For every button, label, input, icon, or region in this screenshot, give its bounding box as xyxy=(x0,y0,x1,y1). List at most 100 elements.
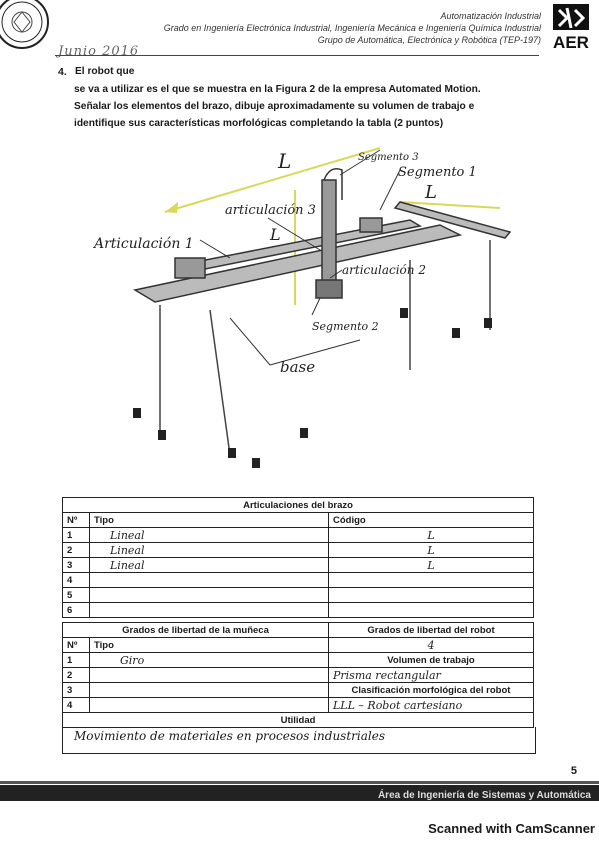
row-number: 2 xyxy=(62,667,90,683)
leg-foot xyxy=(158,430,166,440)
question-line-4: identifique sus características morfológ… xyxy=(74,118,444,129)
wrist-table-title: Grados de libertad de la muñeca xyxy=(62,622,329,638)
pointer-segmento3 xyxy=(339,149,381,176)
joints-table-title: Articulaciones del brazo xyxy=(62,497,534,513)
footer-rule xyxy=(0,781,599,784)
row-codigo xyxy=(328,587,534,603)
utilidad-box xyxy=(62,727,536,754)
leg-foot xyxy=(228,448,236,458)
row-tipo xyxy=(89,667,329,683)
header-course: Automatización Industrial xyxy=(440,11,541,21)
pointer-articulacion3 xyxy=(267,217,321,251)
clasificacion-value: LLL – Robot cartesiano xyxy=(328,697,534,713)
label-segmento2: Segmento 2 xyxy=(312,320,379,333)
question-line-2: se va a utilizar es el que se muestra en… xyxy=(74,84,481,95)
row-codigo xyxy=(328,602,534,618)
label-segmento1: Segmento 1 xyxy=(398,165,477,180)
row-tipo xyxy=(89,602,329,618)
label-L-top: L xyxy=(277,149,291,173)
axis-arrow-top xyxy=(164,147,381,213)
row-number: 1 xyxy=(62,652,90,668)
leg-foot xyxy=(400,308,408,318)
leg-foot xyxy=(484,318,492,328)
question-line-1: El robot que xyxy=(75,66,135,77)
column-top-hook xyxy=(323,168,343,200)
joints-table: Articulaciones del brazo Nº Tipo Código … xyxy=(62,497,534,618)
question-line-3: Señalar los elementos del brazo, dibuje … xyxy=(74,101,475,112)
row-tipo xyxy=(89,697,329,713)
table-row: 2 Prisma rectangular xyxy=(62,667,534,683)
clasificacion-label: Clasificación morfológica del robot xyxy=(328,682,534,698)
row-tipo xyxy=(89,682,329,698)
utilidad-value: Movimiento de materiales en procesos ind… xyxy=(74,729,385,743)
gripper xyxy=(315,279,343,299)
university-seal-icon xyxy=(0,0,49,49)
col-tipo-header: Tipo xyxy=(89,637,329,653)
table-row: 2 Lineal L xyxy=(62,542,534,558)
handwritten-date: Junio 2016 xyxy=(58,44,140,59)
row-tipo xyxy=(89,587,329,603)
label-L-mid: L xyxy=(269,225,281,244)
row-number: 4 xyxy=(62,572,90,588)
pointer-segmento2 xyxy=(311,297,321,316)
label-segmento3: Segmento 3 xyxy=(358,152,419,163)
leg-foot xyxy=(252,458,260,468)
volumen-value: Prisma rectangular xyxy=(328,667,534,683)
label-base: base xyxy=(280,358,315,376)
row-codigo: L xyxy=(328,557,534,573)
table-row: 4 LLL – Robot cartesiano xyxy=(62,697,534,713)
aer-logo-icon: AER xyxy=(553,4,589,52)
row-number: 4 xyxy=(62,697,90,713)
row-number: 6 xyxy=(62,602,90,618)
leg xyxy=(209,309,231,456)
page-header: Automatización Industrial Grado en Ingen… xyxy=(164,10,541,46)
axis-arrow-right xyxy=(399,201,501,209)
header-degrees: Grado en Ingeniería Electrónica Industri… xyxy=(163,23,541,33)
label-L-right: L xyxy=(424,182,437,203)
scanner-watermark: Scanned with CamScanner xyxy=(428,821,595,836)
leg-foot xyxy=(452,328,460,338)
pointer-base xyxy=(229,317,271,366)
table-row: 4 xyxy=(62,572,534,588)
vertical-column xyxy=(321,179,337,291)
pointer-segmento1 xyxy=(379,169,401,211)
col-codigo-header: Código xyxy=(328,512,534,528)
label-articulacion3: articulación 3 xyxy=(225,203,316,218)
row-codigo xyxy=(328,572,534,588)
row-codigo: L xyxy=(328,542,534,558)
wrist-table: Grados de libertad de la muñeca Grados d… xyxy=(62,622,534,728)
carriage-right xyxy=(359,217,383,233)
row-codigo: L xyxy=(328,527,534,543)
header-divider xyxy=(55,55,539,56)
main-rail xyxy=(132,224,463,303)
row-tipo: Lineal xyxy=(89,542,329,558)
row-tipo: Lineal xyxy=(89,527,329,543)
row-tipo: Lineal xyxy=(89,557,329,573)
table-row: 5 xyxy=(62,587,534,603)
row-number: 2 xyxy=(62,542,90,558)
pointer-base-2 xyxy=(269,339,361,366)
col-no-header: Nº xyxy=(62,637,90,653)
gdl-robot-value: 4 xyxy=(328,637,534,653)
page-number: 5 xyxy=(570,765,577,777)
row-number: 3 xyxy=(62,682,90,698)
gdl-robot-label: Grados de libertad del robot xyxy=(328,622,534,638)
label-articulacion2: articulación 2 xyxy=(342,263,426,277)
leg-foot xyxy=(133,408,141,418)
leg-foot xyxy=(300,428,308,438)
pointer-articulacion1 xyxy=(199,239,231,259)
carriage-left xyxy=(174,257,206,279)
table-row: 1 Giro Volumen de trabajo xyxy=(62,652,534,668)
label-articulacion1: Articulación 1 xyxy=(92,236,194,252)
arrow-head-top xyxy=(165,202,178,213)
logo-text: AER xyxy=(553,33,589,52)
table-row: 3 Clasificación morfológica del robot xyxy=(62,682,534,698)
pointer-articulacion2 xyxy=(329,269,343,279)
footer-bar: Área de Ingeniería de Sistemas y Automát… xyxy=(0,785,599,801)
col-no-header: Nº xyxy=(62,512,90,528)
row-number: 1 xyxy=(62,527,90,543)
row-number: 5 xyxy=(62,587,90,603)
table-row: 3 Lineal L xyxy=(62,557,534,573)
question-number: 4. xyxy=(58,66,67,78)
header-group: Grupo de Automática, Electrónica y Robót… xyxy=(317,35,541,45)
